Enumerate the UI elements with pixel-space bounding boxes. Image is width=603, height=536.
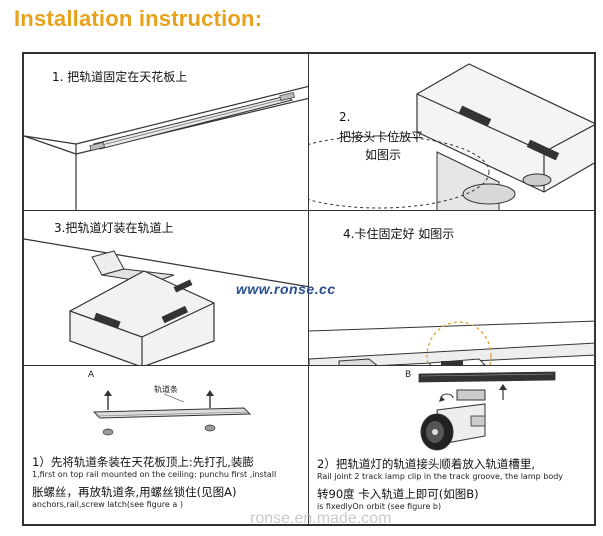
page-title: Installation instruction: (14, 6, 263, 31)
rail-strip-label: 轨道条 (154, 385, 178, 394)
figure-a-text-cn-1: 1）先将轨道条装在天花板顶上:先打孔,装膨 (32, 455, 254, 469)
figure-b-text-en-2: is fixedlyOn orbit (see figure b) (317, 502, 442, 511)
ceiling-rail-illustration (24, 85, 308, 210)
step-3-caption: 3.把轨道灯装在轨道上 (54, 221, 174, 235)
figure-b-text-cn-1: 2）把轨道灯的轨道接头顺着放入轨道槽里, (317, 457, 535, 471)
lamp-mount-illustration (24, 238, 308, 365)
lamp-locked-illustration (309, 320, 594, 365)
figure-a-illustration (92, 390, 252, 436)
rail-joint-illustration (309, 63, 594, 210)
step-2-number: 2. (339, 110, 351, 124)
step-4-caption: 4.卡住固定好 如图示 (343, 227, 455, 241)
step-2-panel: 2. 把接头卡位放平 如图示 (308, 53, 595, 211)
instruction-grid: 1. 把轨道固定在天花板上 (22, 52, 596, 526)
figure-b-text-cn-2: 转90度 卡入轨道上即可(如图B) (317, 487, 479, 501)
figure-b-text-en-1: Rail joint 2 track lamp clip in the trac… (317, 472, 564, 481)
figure-a-text-cn-2: 胀螺丝，再放轨道条,用螺丝锁住(见图A) (32, 485, 237, 499)
figure-b-illustration (418, 371, 556, 451)
footer-watermark: ronse.en.made.com (250, 510, 392, 527)
step-2-caption-line2: 如图示 (365, 148, 402, 162)
step-3-panel: 3.把轨道灯装在轨道上 (23, 210, 309, 366)
step-1-panel: 1. 把轨道固定在天花板上 (23, 53, 309, 211)
figure-b-letter: B (405, 370, 412, 380)
figure-a-text-en-2: anchors,rail,screw latch(see figure a ) (32, 500, 183, 509)
step-6-panel: B 2）把轨道灯的轨道接头顺着放入轨道槽里, Rail joint 2 trac… (308, 365, 595, 525)
step-2-caption-line1: 把接头卡位放平 (339, 130, 424, 144)
step-5-panel: A 轨道条 1）先将轨道条装在天花板顶上:先打孔,装膨 1,first on t… (23, 365, 309, 525)
figure-a-text-en-1: 1,first on top rail mounted on the ceili… (32, 470, 277, 479)
step-1-caption: 1. 把轨道固定在天花板上 (52, 70, 188, 84)
watermark: www.ronse.cc (236, 281, 336, 297)
figure-a-letter: A (88, 370, 95, 380)
step-4-panel: 4.卡住固定好 如图示 (308, 210, 595, 366)
